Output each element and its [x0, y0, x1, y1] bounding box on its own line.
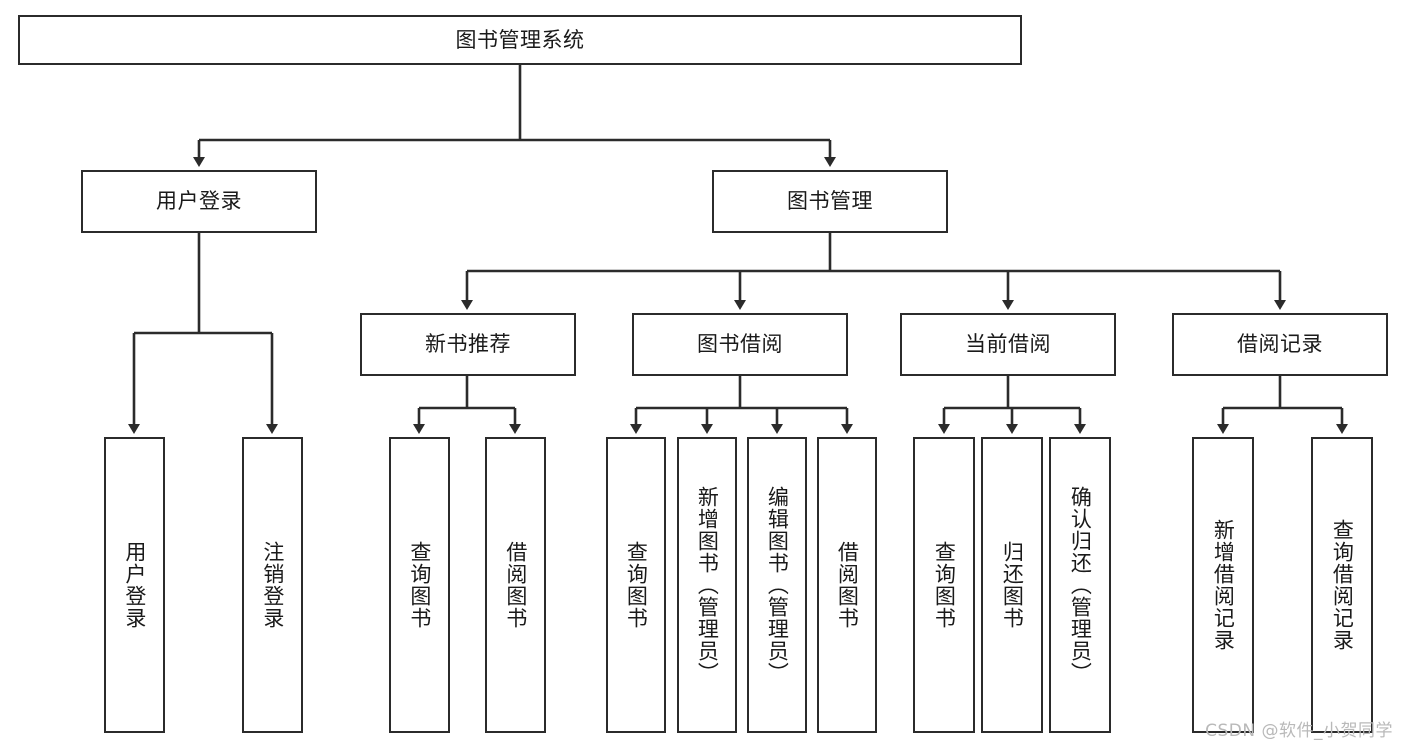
leaf-new-book-1[interactable]: 查询图书	[389, 437, 450, 733]
leaf-book-borrow-2-label: 新增图书（管理员）	[695, 486, 720, 684]
node-current-borrow[interactable]: 当前借阅	[900, 313, 1116, 376]
leaf-new-book-2-label: 借阅图书	[503, 541, 528, 629]
leaf-borrow-record-1[interactable]: 新增借阅记录	[1192, 437, 1254, 733]
leaf-current-borrow-2-label: 归还图书	[1000, 541, 1025, 629]
leaf-user-login-1-label: 用户登录	[122, 541, 147, 629]
leaf-user-login-2-label: 注销登录	[260, 541, 285, 629]
leaf-current-borrow-1-label: 查询图书	[932, 541, 957, 629]
node-user-login[interactable]: 用户登录	[81, 170, 317, 233]
leaf-book-borrow-2[interactable]: 新增图书（管理员）	[677, 437, 737, 733]
leaf-current-borrow-3-label: 确认归还（管理员）	[1068, 486, 1093, 684]
leaf-book-borrow-4[interactable]: 借阅图书	[817, 437, 877, 733]
leaf-current-borrow-1[interactable]: 查询图书	[913, 437, 975, 733]
node-book-borrow-label: 图书借阅	[697, 332, 783, 357]
leaf-current-borrow-3[interactable]: 确认归还（管理员）	[1049, 437, 1111, 733]
leaf-current-borrow-2[interactable]: 归还图书	[981, 437, 1043, 733]
leaf-borrow-record-2-label: 查询借阅记录	[1330, 519, 1355, 651]
leaf-new-book-2[interactable]: 借阅图书	[485, 437, 546, 733]
leaf-borrow-record-1-label: 新增借阅记录	[1211, 519, 1236, 651]
node-user-login-label: 用户登录	[156, 189, 242, 214]
node-root[interactable]: 图书管理系统	[18, 15, 1022, 65]
node-book-management-label: 图书管理	[787, 189, 873, 214]
node-new-book-recommend[interactable]: 新书推荐	[360, 313, 576, 376]
node-borrow-record-label: 借阅记录	[1237, 332, 1323, 357]
leaf-user-login-1[interactable]: 用户登录	[104, 437, 165, 733]
node-new-book-recommend-label: 新书推荐	[425, 332, 511, 357]
node-book-borrow[interactable]: 图书借阅	[632, 313, 848, 376]
node-book-management[interactable]: 图书管理	[712, 170, 948, 233]
node-current-borrow-label: 当前借阅	[965, 332, 1051, 357]
leaf-new-book-1-label: 查询图书	[407, 541, 432, 629]
node-borrow-record[interactable]: 借阅记录	[1172, 313, 1388, 376]
leaf-book-borrow-3[interactable]: 编辑图书（管理员）	[747, 437, 807, 733]
leaf-book-borrow-3-label: 编辑图书（管理员）	[765, 486, 790, 684]
leaf-borrow-record-2[interactable]: 查询借阅记录	[1311, 437, 1373, 733]
leaf-user-login-2[interactable]: 注销登录	[242, 437, 303, 733]
leaf-book-borrow-4-label: 借阅图书	[835, 541, 860, 629]
watermark: CSDN @软件_小贺同学	[1205, 721, 1393, 741]
leaf-book-borrow-1[interactable]: 查询图书	[606, 437, 666, 733]
node-root-label: 图书管理系统	[455, 27, 585, 52]
leaf-book-borrow-1-label: 查询图书	[624, 541, 649, 629]
